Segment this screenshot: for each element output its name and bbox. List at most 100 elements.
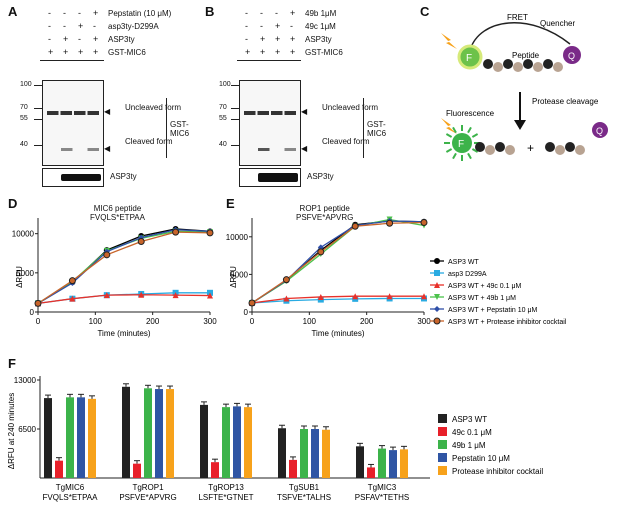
mw-marker: 70	[20, 104, 28, 111]
fluorescence-ray	[467, 152, 472, 160]
legend-entry: ASP3 WT	[430, 258, 479, 266]
legend-label: 49b 1 μM	[452, 441, 486, 450]
fret-arc	[469, 22, 571, 51]
bar	[166, 389, 174, 478]
y-tick-label: 10000	[226, 233, 249, 242]
bar	[122, 386, 130, 478]
plus-sign: +	[527, 141, 534, 155]
series-line	[251, 220, 425, 304]
asp3ty-band	[61, 174, 101, 181]
uncleaved-band	[244, 111, 296, 115]
mw-tick	[231, 85, 239, 86]
mw-marker: 55	[219, 115, 227, 122]
y-tick-label: 0	[244, 308, 249, 317]
data-point	[386, 219, 394, 227]
bar	[233, 406, 241, 478]
category-seq: PSFAV*TETHS	[355, 493, 410, 502]
row-label: asp3ty-D299A	[108, 22, 159, 31]
legend-label: ASP3 WT + Protease inhibitor cocktail	[448, 319, 567, 326]
lane-sign: -	[245, 21, 248, 31]
category-label: TgMIC6	[56, 483, 85, 492]
series-line	[251, 221, 425, 304]
cleaved-band	[258, 148, 296, 151]
data-point	[434, 306, 440, 312]
peptide-bead	[505, 145, 515, 155]
mw-marker: 100	[20, 81, 32, 88]
peptide-bead	[565, 142, 575, 152]
arrow-icon: ◀	[104, 107, 111, 116]
quencher	[592, 122, 608, 138]
peptide-bead	[485, 145, 495, 155]
series-line	[37, 294, 211, 305]
mw-tick	[34, 85, 42, 86]
lane-sign: -	[63, 21, 66, 31]
lane-sign: -	[48, 8, 51, 18]
y-tick-label: 10000	[12, 230, 35, 239]
lightning-icon	[441, 118, 457, 134]
mw-marker: 55	[20, 115, 28, 122]
legend-swatch	[438, 466, 447, 475]
legend-label: ASP3 WT + 49c 0.1 μM	[448, 283, 522, 290]
data-point	[207, 292, 213, 299]
series-line	[37, 229, 211, 304]
mw-tick	[231, 108, 239, 109]
header-rule	[237, 60, 301, 61]
data-point	[434, 270, 440, 276]
data-point	[172, 292, 179, 299]
lane-sign: -	[63, 8, 66, 18]
y-tick-label: 6500	[18, 425, 36, 434]
lane-sign: -	[78, 8, 81, 18]
bar	[66, 397, 74, 478]
panel-b-label: B	[205, 4, 215, 19]
lane-sign: -	[290, 21, 293, 31]
data-point	[206, 229, 214, 237]
data-point	[103, 251, 111, 259]
legend-swatch	[438, 427, 447, 436]
lane-sign: +	[275, 34, 281, 44]
series-1	[35, 289, 213, 307]
bar	[389, 450, 397, 478]
arrow-head	[514, 120, 526, 130]
mw-tick	[231, 119, 239, 120]
lane-sign: -	[93, 21, 96, 31]
peptide-bead	[575, 145, 585, 155]
legend-label: Protease inhibitor cocktail	[452, 467, 543, 476]
peptide-bead	[475, 142, 485, 152]
data-point	[434, 282, 440, 288]
bar	[55, 460, 63, 478]
series-0	[249, 218, 427, 306]
lane-sign: +	[275, 21, 281, 31]
peptide-bead	[493, 62, 503, 72]
blot-a-bottom	[42, 168, 104, 187]
data-point	[420, 219, 428, 227]
legend-swatch	[438, 440, 447, 449]
legend-label: ASP3 WT + 49b 1 μM	[448, 295, 516, 302]
lane-sign: -	[245, 34, 248, 44]
lane-sign: +	[48, 47, 54, 57]
bar	[144, 388, 152, 478]
lane-sign: -	[260, 21, 263, 31]
bar	[278, 428, 286, 478]
data-point	[68, 277, 76, 285]
x-tick-label: 0	[36, 317, 41, 326]
blot-b	[239, 80, 301, 166]
legend-entry: ASP3 WT + 49c 0.1 μM	[430, 282, 522, 290]
lane-sign: +	[78, 47, 84, 57]
peptide-bead	[495, 142, 505, 152]
peptide-bead	[543, 59, 553, 69]
bracket	[166, 98, 167, 158]
blot-a	[42, 80, 104, 166]
bar	[311, 429, 319, 478]
bar	[44, 398, 52, 478]
bar	[222, 407, 230, 478]
lane-sign: -	[48, 21, 51, 31]
category-label: TgROP1	[132, 483, 164, 492]
cleaved-band	[61, 148, 99, 151]
lane-sign: +	[260, 47, 266, 57]
legend-entry: ASP3 WT + 49b 1 μM	[430, 294, 516, 302]
